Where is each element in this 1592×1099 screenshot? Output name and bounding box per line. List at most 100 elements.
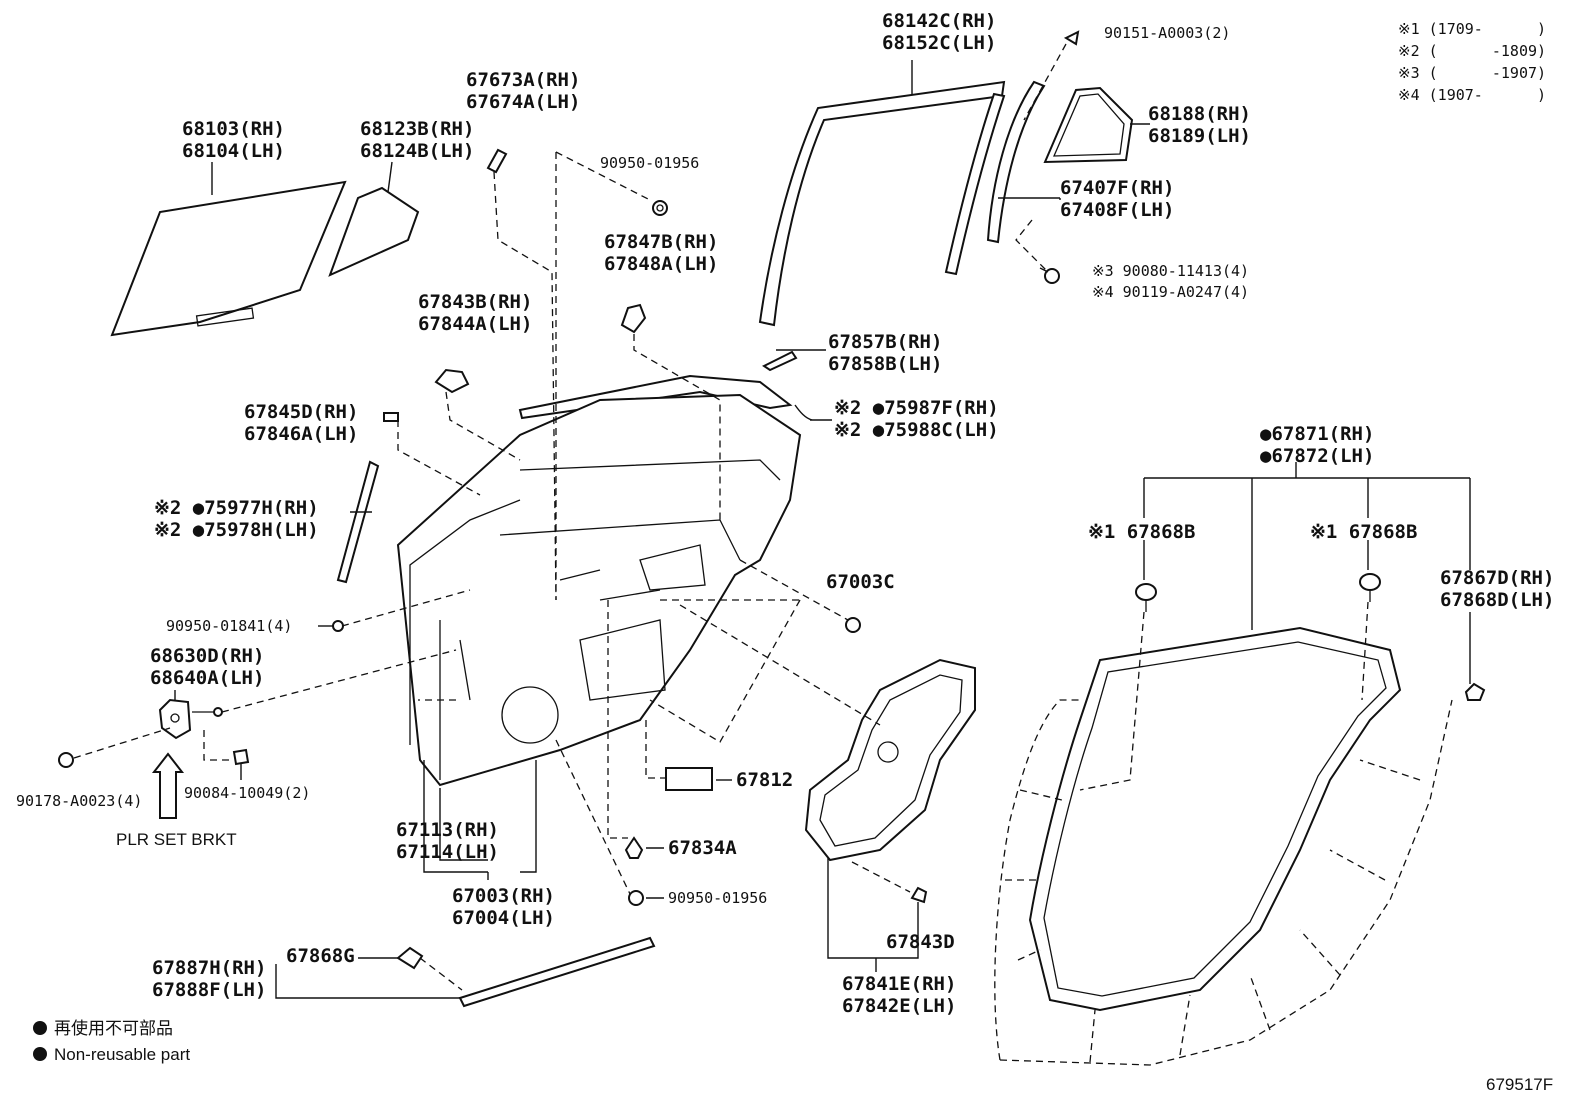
pillar-trim-75977-part[interactable] (336, 460, 380, 584)
label-67868b-1: ※1 67868B (1088, 521, 1195, 543)
label-67812: 67812 (736, 769, 793, 791)
label-67867d: 67867D(RH) (1440, 567, 1554, 589)
label-67834a: 67834A (668, 837, 737, 859)
label-90950-01956-bottom: 90950-01956 (668, 889, 767, 907)
weatherstrip-dashed-outline (994, 699, 1453, 1066)
non-reusable-dot-icon-2 (33, 1047, 47, 1061)
clip-67673-part[interactable] (486, 148, 508, 174)
rocker-moulding-part[interactable] (458, 936, 656, 1008)
bracket-68630-part[interactable] (158, 698, 223, 740)
label-67848a: 67848A(LH) (604, 253, 718, 275)
label-67841e: 67841E(RH) (842, 973, 956, 995)
bracket-67847-part[interactable] (620, 303, 647, 334)
label-plr-set-brkt: PLR SET BRKT (116, 830, 237, 849)
nut-90950-bottom-part[interactable] (628, 890, 644, 906)
label-68640a: 68640A(LH) (150, 667, 264, 689)
note-4: ※4 (1907- ) (1398, 86, 1546, 104)
label-67408f: 67408F(LH) (1060, 199, 1174, 221)
label-67003c: 67003C (826, 571, 895, 593)
label-90119: ※4 90119-A0247(4) (1092, 283, 1249, 301)
clip-67868g-part[interactable] (396, 946, 424, 970)
bracket-67843-part[interactable] (434, 368, 470, 394)
label-pad-67812-part[interactable] (665, 767, 713, 791)
legend-jp-text: 再使用不可部品 (54, 1018, 173, 1038)
label-75978h: ※2 ●75978H(LH) (154, 519, 319, 541)
label-67114: 67114(LH) (396, 841, 499, 863)
label-68188: 68188(RH) (1148, 103, 1251, 125)
label-75977h: ※2 ●75977H(RH) (154, 497, 319, 519)
label-67843d: 67843D (886, 931, 955, 953)
label-68152c: 68152C(LH) (882, 32, 996, 54)
label-67843b: 67843B(RH) (418, 291, 532, 313)
label-67674a: 67674A(LH) (466, 91, 580, 113)
label-68189: 68189(LH) (1148, 125, 1251, 147)
nut-90950-top-part[interactable] (652, 200, 668, 216)
plr-set-brkt-arrow (151, 752, 185, 819)
label-67846a: 67846A(LH) (244, 423, 358, 445)
dashed-guide-lines (73, 43, 1369, 991)
clip-67834-part[interactable] (624, 836, 644, 859)
label-67847b: 67847B(RH) (604, 231, 718, 253)
clip-67867d-part[interactable] (1464, 682, 1486, 701)
label-67868b-2: ※1 67868B (1310, 521, 1417, 543)
nut-90950-01841-part[interactable] (332, 620, 344, 632)
seal-67857-part[interactable] (762, 350, 798, 372)
screw-90080-part[interactable] (1039, 267, 1060, 284)
label-67844a: 67844A(LH) (418, 313, 532, 335)
label-67888f: 67888F(LH) (152, 979, 266, 1001)
non-reusable-dot-icon (33, 1021, 47, 1035)
part-labels: 68103(RH) 68104(LH) 68123B(RH) 68124B(LH… (16, 10, 1554, 1017)
label-90080: ※3 90080-11413(4) (1092, 262, 1249, 280)
label-75988c: ※2 ●75988C(LH) (834, 419, 999, 441)
clip-67843d-part[interactable] (910, 886, 928, 904)
weatherstrip-67871-part[interactable] (1028, 626, 1402, 1012)
note-1: ※1 (1709- ) (1398, 20, 1546, 38)
label-67872: ●67872(LH) (1260, 445, 1374, 467)
label-67845d: 67845D(RH) (244, 401, 358, 423)
door-glass-part[interactable] (110, 180, 347, 337)
label-90151: 90151-A0003(2) (1104, 24, 1230, 42)
label-90950-01841: 90950-01841(4) (166, 617, 292, 635)
label-75987f: ※2 ●75987F(RH) (834, 397, 999, 419)
label-68142c: 68142C(RH) (882, 10, 996, 32)
legend-non-reusable: 再使用不可部品 Non-reusable part (33, 1018, 190, 1064)
label-67003: 67003(RH) (452, 885, 555, 907)
label-67868g: 67868G (286, 945, 355, 967)
clip-67868b-1-part[interactable] (1135, 583, 1157, 612)
bolt-90178-part[interactable] (58, 752, 74, 768)
label-67857b: 67857B(RH) (828, 331, 942, 353)
label-67887h: 67887H(RH) (152, 957, 266, 979)
label-67868d: 67868D(LH) (1440, 589, 1554, 611)
quarter-window-part[interactable] (1043, 86, 1134, 164)
label-68104: 68104(LH) (182, 140, 285, 162)
diagram-code: 679517F (1486, 1075, 1553, 1094)
clip-67845-part[interactable] (383, 412, 399, 422)
retainer-90151-part[interactable] (1063, 30, 1080, 46)
run-channel-part[interactable] (758, 80, 1006, 327)
label-90084: 90084-10049(2) (184, 784, 310, 802)
legend-en-text: Non-reusable part (54, 1045, 190, 1064)
label-90950-01956-top: 90950-01956 (600, 154, 699, 172)
label-67842e: 67842E(LH) (842, 995, 956, 1017)
note-3: ※3 ( -1907) (1398, 64, 1546, 82)
service-hole-cover-part[interactable] (804, 658, 976, 862)
quarter-glass-part[interactable] (328, 186, 420, 277)
rear-door-panel-part[interactable] (396, 393, 802, 787)
label-67004: 67004(LH) (452, 907, 555, 929)
leader-lines (174, 60, 1471, 999)
legend-notes: ※1 (1709- ) ※2 ( -1809) ※3 ( -1907) ※4 (… (1398, 20, 1546, 104)
note-2: ※2 ( -1809) (1398, 42, 1546, 60)
nut-67003c-part[interactable] (845, 617, 861, 633)
label-67858b: 67858B(LH) (828, 353, 942, 375)
label-68124b: 68124B(LH) (360, 140, 474, 162)
bolt-90084-part[interactable] (232, 748, 250, 766)
label-67871: ●67871(RH) (1260, 423, 1374, 445)
label-68103: 68103(RH) (182, 118, 285, 140)
clip-67868b-2-part[interactable] (1359, 573, 1381, 602)
label-67673a: 67673A(RH) (466, 69, 580, 91)
label-67113: 67113(RH) (396, 819, 499, 841)
label-68123b: 68123B(RH) (360, 118, 474, 140)
label-90178: 90178-A0023(4) (16, 792, 142, 810)
